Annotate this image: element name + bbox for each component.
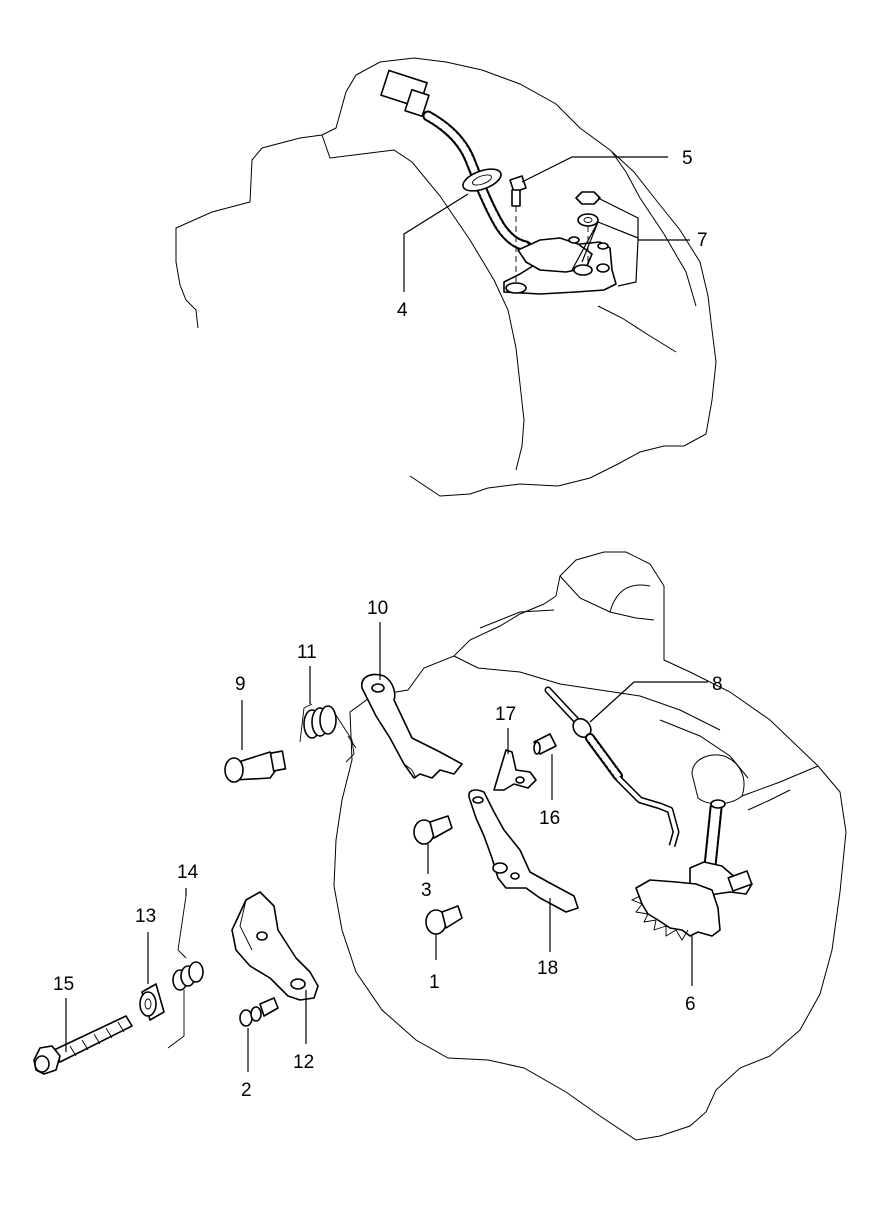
nut-washer xyxy=(575,191,601,262)
return-spring xyxy=(299,703,357,763)
callout-15: 15 xyxy=(53,974,74,995)
bolt-three xyxy=(413,815,453,845)
plate-twelve xyxy=(231,891,319,1001)
callout-14: 14 xyxy=(177,862,199,883)
callout-16: 16 xyxy=(539,808,560,829)
callout-10: 10 xyxy=(367,598,388,619)
upper-housing-outline xyxy=(175,57,717,497)
callout-7: 7 xyxy=(697,230,708,251)
detent-plate xyxy=(468,789,579,913)
bolt-one xyxy=(425,905,463,935)
callout-5: 5 xyxy=(682,148,693,169)
callout-12: 12 xyxy=(293,1052,314,1073)
callout-18: 18 xyxy=(537,958,558,979)
shift-rod xyxy=(544,686,680,847)
lower-housing-outline xyxy=(333,551,847,1141)
switch-bolt xyxy=(509,175,527,282)
neutral-switch xyxy=(503,236,617,295)
segment-shaft xyxy=(630,799,753,941)
callout-17: 17 xyxy=(495,704,516,725)
spacer-thirteen xyxy=(139,983,165,1021)
bracket-seventeen xyxy=(493,749,537,791)
callout-9: 9 xyxy=(235,674,246,695)
callout-8: 8 xyxy=(712,674,723,695)
callout-2: 2 xyxy=(241,1080,252,1101)
callout-4: 4 xyxy=(397,300,408,321)
callout-13: 13 xyxy=(135,906,156,927)
leader-lines xyxy=(65,156,708,1072)
callout-11: 11 xyxy=(297,642,317,663)
wiring-harness xyxy=(380,69,532,252)
spring-fourteen xyxy=(167,895,204,1049)
sleeve-sixteen xyxy=(533,733,557,755)
callout-6: 6 xyxy=(685,994,696,1015)
callout-3: 3 xyxy=(421,880,432,901)
long-bolt xyxy=(33,1015,133,1075)
bolt-two xyxy=(239,997,279,1027)
pivot-pin xyxy=(224,750,287,783)
callout-labels: 5 4 7 10 11 9 8 17 16 3 14 13 18 1 15 6 … xyxy=(53,148,723,1101)
callout-1: 1 xyxy=(429,972,440,993)
selector-lever xyxy=(361,673,463,779)
